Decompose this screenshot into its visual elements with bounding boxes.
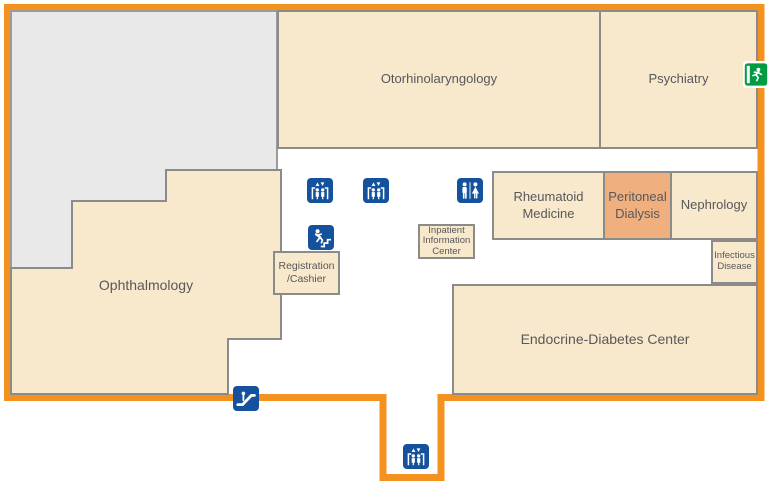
room-infectious-disease-shape [711,240,758,284]
restroom-icon [457,178,483,203]
room-registration-cashier-shape [273,251,340,295]
stairs-icon [308,225,334,250]
emergency-exit-icon [743,61,769,88]
room-psychiatry-shape [599,10,758,149]
room-endocrine-diabetes-center-shape [452,284,758,395]
elevator-icon [363,178,389,203]
room-nephrology-shape [670,171,758,240]
escalator-icon [233,386,259,411]
room-otorhinolaryngology-shape [277,10,601,149]
room-rheumatoid-medicine-shape [492,171,605,240]
room-inpatient-information-center-shape [418,224,475,259]
room-peritoneal-dialysis-shape [603,171,672,240]
elevator-icon [403,444,429,469]
elevator-icon [307,178,333,203]
